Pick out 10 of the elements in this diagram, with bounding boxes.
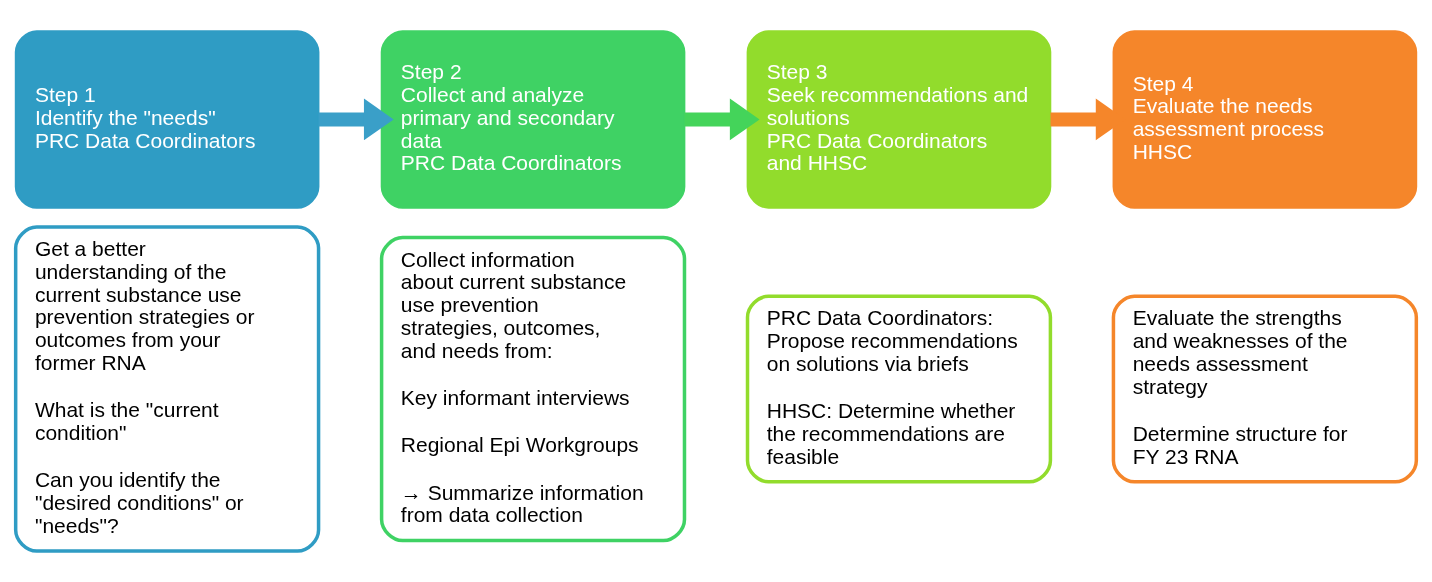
node-box: Step 3 Seek recommendations and solutions PRC Data Coordinators and HHSC (746, 30, 1052, 209)
arrow (684, 98, 760, 141)
node-box: Evaluate the strengths and weaknesses of the needs assessment strategy Determine structure for FY 23 RNA (1111, 294, 1419, 484)
node-box: Step 2 Collect and analyze primary and secondary data PRC Data Coordinators (380, 30, 686, 209)
node-box: PRC Data Coordinators: Propose recommendations on solutions via briefs HHSC: Determine whether the recommendations are feasible (745, 294, 1053, 484)
arrow (318, 98, 394, 141)
node-box: Get a better understanding of the current substance use prevention strategies or outcomes from your former RNA What is the "current condition" Can you identify the "desired conditions" or "needs"? (13, 225, 321, 553)
node-box: Step 1 Identify the "needs" PRC Data Coordinators (14, 30, 320, 209)
node-box: Step 4 Evaluate the needs assessment process HHSC (1112, 30, 1418, 209)
node-box: Collect information about current substance use prevention strategies, outcomes, and needs from: Key informant interviews Regional Epi Workgroups → Summarize information from data collection (379, 235, 687, 543)
